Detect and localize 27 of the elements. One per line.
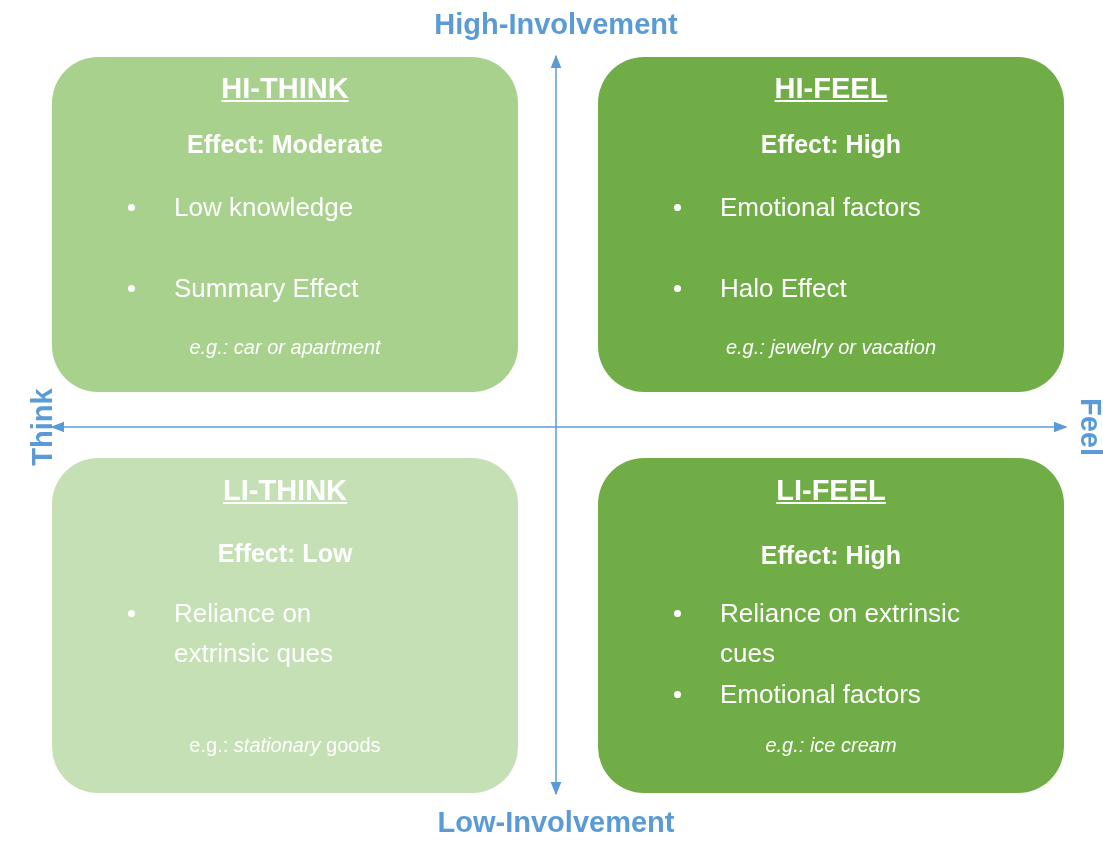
example-text: e.g.: ice cream [764,733,898,758]
effect-text: Effect: High [759,129,903,160]
axis-label: High-Involvement [434,8,678,41]
effect-text: Effect: Low [216,538,354,569]
example-text: e.g.: stationary goods [188,733,382,758]
example-text: e.g.: jewelry or vacation [724,335,938,360]
quadrant-box [598,57,1064,392]
quadrant-box [598,458,1064,793]
example-text: e.g.: car or apartment [188,335,382,360]
bullet-item: Low knowledge [174,192,354,222]
quadrant-box [52,57,518,392]
bullet-item: Reliance on extrinsic ques [174,598,333,668]
bullet-item: Reliance on extrinsic cues [720,598,960,668]
bullet-item: Emotional factors [720,192,921,222]
axis-label: Low-Involvement [437,806,675,839]
quadrant-heading: LI-FEEL [775,473,887,507]
bullet-item: Emotional factors [720,679,921,709]
axis-label: Think [25,388,59,466]
axis-label: Feel [1073,398,1103,456]
effect-text: Effect: High [759,540,903,571]
quadrant-heading: HI-FEEL [773,71,889,105]
bullet-item: Halo Effect [720,273,847,303]
quadrant-box [52,458,518,793]
bullet-item: Summary Effect [174,273,359,303]
effect-text: Effect: Moderate [186,129,384,160]
quadrant-heading: HI-THINK [220,71,350,105]
quadrant-heading: LI-THINK [222,473,348,507]
